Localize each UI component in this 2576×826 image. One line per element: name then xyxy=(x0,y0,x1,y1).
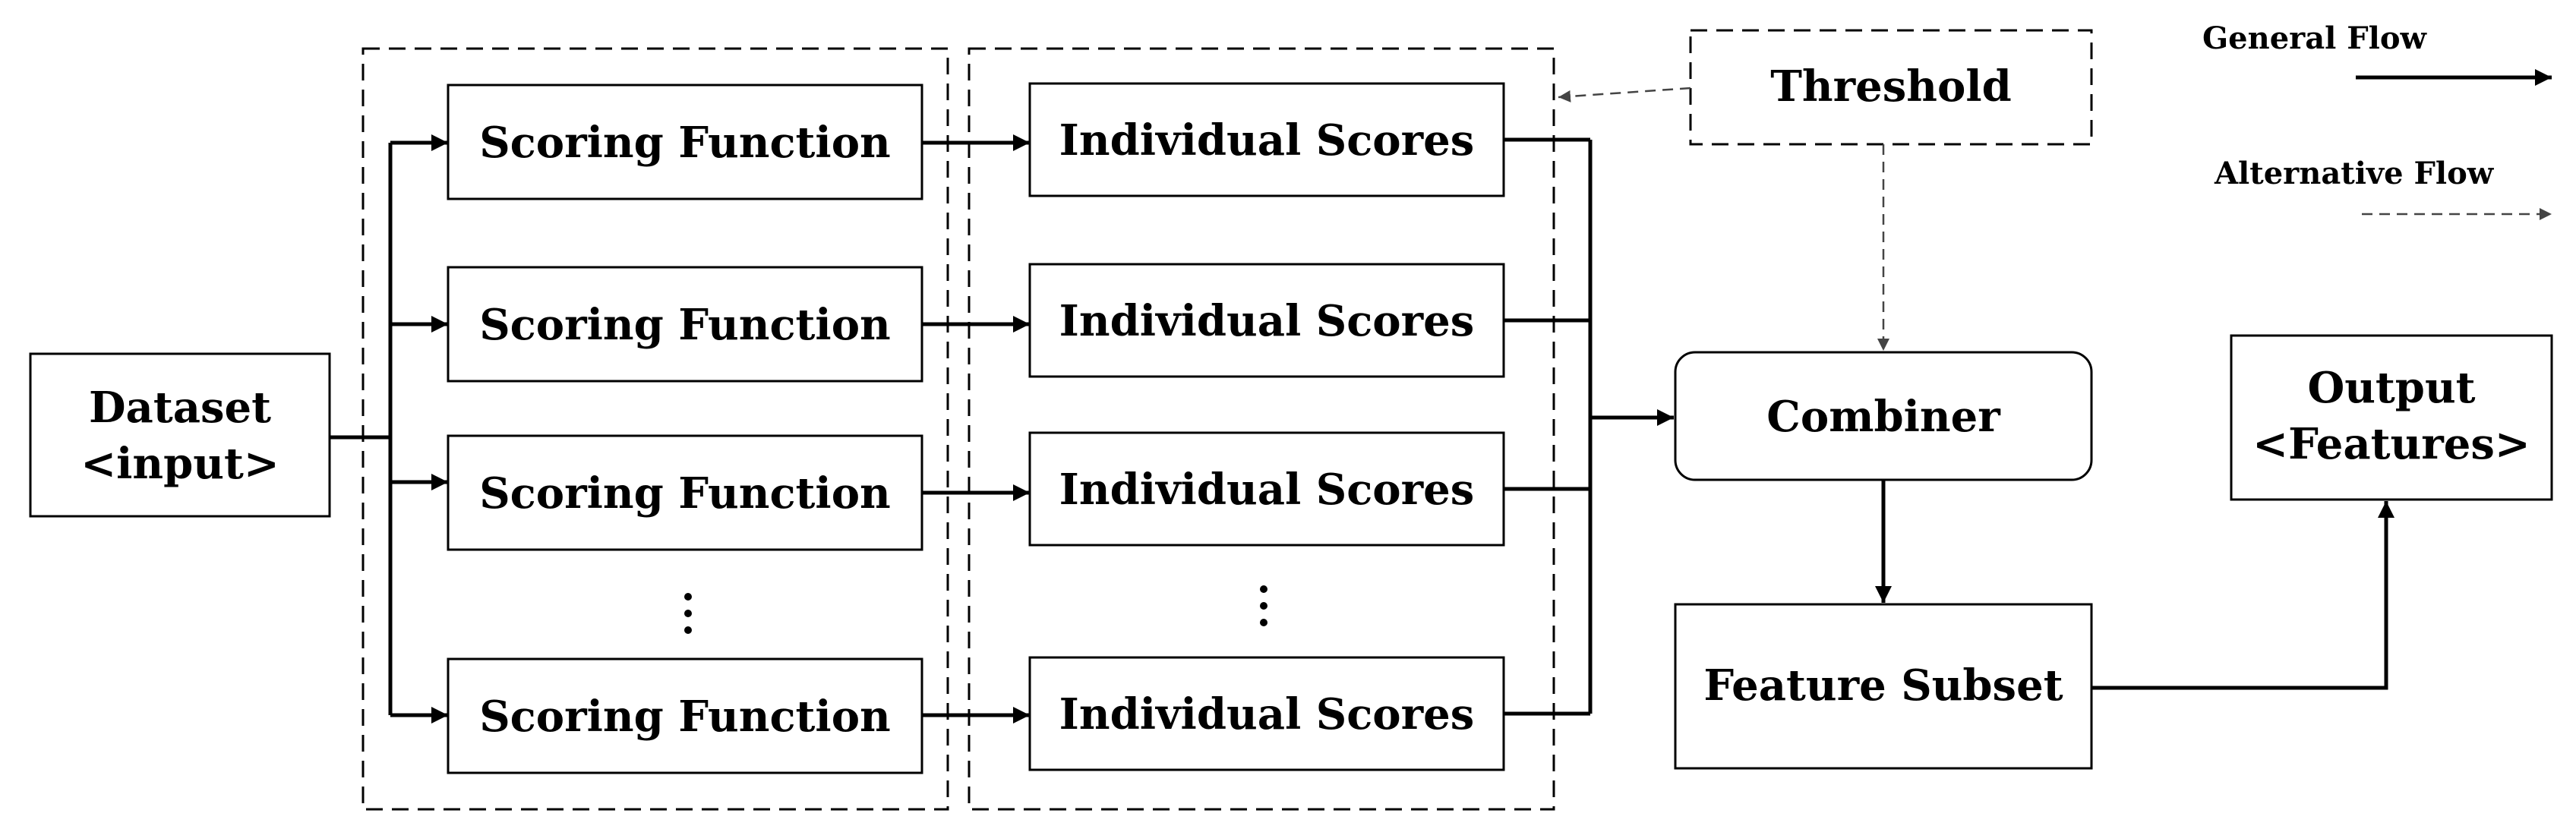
individual-scores-3: Individual Scores xyxy=(1028,431,1505,547)
individual-scores-1: Individual Scores xyxy=(1028,82,1505,197)
subset-to-output-arrow xyxy=(2091,501,2394,690)
individual-scores-label: Individual Scores xyxy=(1059,689,1475,739)
scoring-function-2: Scoring Function xyxy=(447,266,923,383)
scoring-function-label: Scoring Function xyxy=(479,118,891,168)
legend-alternative-flow-label: Alternative Flow xyxy=(2214,156,2495,191)
threshold-label: Threshold xyxy=(1770,61,2012,112)
scoring-function-label: Scoring Function xyxy=(479,468,891,519)
individual-scores-group xyxy=(968,47,1555,811)
individual-scores-2: Individual Scores xyxy=(1028,263,1505,378)
dataset-input-label: <input> xyxy=(80,439,279,489)
scoring-function-4: Scoring Function xyxy=(447,657,923,774)
individual-scores-ellipsis xyxy=(1260,585,1267,626)
dataset-node: Dataset <input> xyxy=(29,352,331,518)
scoring-functions-ellipsis xyxy=(684,593,692,634)
legend-general-flow-label: General Flow xyxy=(2202,20,2428,56)
individual-scores-label: Individual Scores xyxy=(1059,115,1475,166)
output-node: Output <Features> xyxy=(2230,334,2553,501)
individual-scores-4: Individual Scores xyxy=(1028,656,1505,771)
individual-scores-label: Individual Scores xyxy=(1059,465,1475,515)
scoring-function-3: Scoring Function xyxy=(447,434,923,551)
feature-subset-node: Feature Subset xyxy=(1674,603,2093,770)
feature-subset-label: Feature Subset xyxy=(1703,660,2063,711)
output-features-label: <Features> xyxy=(2252,419,2530,469)
threshold-to-group-dashed-arrow xyxy=(1558,87,1691,102)
legend: General Flow Alternative Flow xyxy=(2202,20,2552,220)
individual-scores-label: Individual Scores xyxy=(1059,296,1475,346)
scoring-function-label: Scoring Function xyxy=(479,692,891,742)
output-label: Output xyxy=(2307,363,2475,413)
scoring-function-1: Scoring Function xyxy=(447,84,923,200)
threshold-node: Threshold xyxy=(1689,29,2093,146)
scoring-function-label: Scoring Function xyxy=(479,300,891,350)
combiner-label: Combiner xyxy=(1766,392,2001,442)
combiner-node: Combiner xyxy=(1674,351,2093,481)
scoring-functions-group xyxy=(361,47,949,811)
dataset-label: Dataset xyxy=(89,383,271,433)
